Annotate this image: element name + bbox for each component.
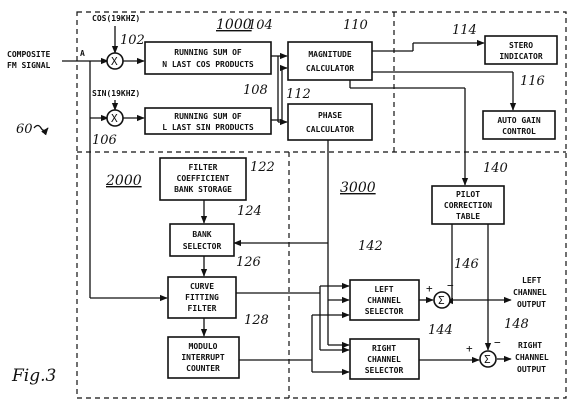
svg-text:BANK STORAGE: BANK STORAGE [174, 185, 232, 194]
svg-text:RUNNING SUM OF: RUNNING SUM OF [174, 48, 242, 57]
right-summer-plus: + [466, 342, 473, 355]
left-channel-selector-block: LEFT CHANNEL SELECTOR [349, 279, 420, 321]
figure-label: Fig.3 [11, 366, 56, 386]
svg-text:L LAST SIN PRODUCTS: L LAST SIN PRODUCTS [162, 123, 254, 132]
left-summer-ref: 146 [454, 257, 479, 272]
composite-input-label: COMPOSITE [7, 50, 51, 59]
bank-selector-block: BANK SELECTOR [169, 223, 235, 257]
right-summer: Σ [479, 350, 497, 368]
left-summer-plus: + [426, 282, 433, 295]
left-summer: Σ [433, 291, 451, 309]
svg-text:CHANNEL: CHANNEL [367, 296, 401, 305]
svg-text:TABLE: TABLE [456, 212, 480, 221]
right-selector-ref: 144 [428, 323, 453, 338]
phase-ref: 112 [286, 87, 311, 102]
mixer-symbol: X [111, 55, 118, 68]
section-2000-label: 2000 [105, 173, 142, 189]
cos-mixer: X [106, 52, 124, 70]
magnitude-calculator-block: MAGNITUDE CALCULATOR [287, 41, 373, 81]
phase-calculator-block: PHASE CALCULATOR [287, 103, 373, 141]
svg-text:CORRECTION: CORRECTION [444, 201, 492, 210]
svg-text:BANK: BANK [192, 230, 211, 239]
magnitude-ref: 110 [343, 18, 368, 33]
svg-text:CALCULATOR: CALCULATOR [306, 125, 354, 134]
svg-text:PHASE: PHASE [318, 111, 342, 120]
filter-coefficient-bank-block: FILTER COEFFICIENT BANK STORAGE [159, 157, 247, 201]
filter-bank-ref: 122 [250, 160, 275, 175]
right-output-label-2: CHANNEL [515, 353, 549, 362]
sin-reference-label: SIN(19KHZ) [92, 89, 140, 98]
curve-fit-ref: 126 [236, 255, 261, 270]
bank-selector-ref: 124 [237, 204, 262, 219]
stereo-indicator-block: STERO INDICATOR [484, 35, 558, 65]
svg-text:FITTING: FITTING [185, 293, 219, 302]
svg-text:INTERRUPT: INTERRUPT [181, 353, 225, 362]
right-summer-minus: − [494, 336, 501, 349]
sin-mixer: X [106, 109, 124, 127]
section-boundaries [76, 11, 567, 399]
agc-ref: 116 [520, 74, 545, 89]
svg-text:FILTER: FILTER [189, 163, 218, 172]
sin-sum-ref: 108 [243, 83, 268, 98]
cos-sum-ref: 104 [248, 18, 273, 33]
signal-wiring [62, 26, 517, 376]
svg-text:RIGHT: RIGHT [372, 344, 396, 353]
curve-fitting-filter-block: CURVE FITTING FILTER [167, 276, 237, 319]
svg-text:CONTROL: CONTROL [502, 127, 536, 136]
svg-text:AUTO GAIN: AUTO GAIN [497, 116, 541, 125]
system-ref-60: 60 [16, 122, 33, 137]
svg-text:CALCULATOR: CALCULATOR [306, 64, 354, 73]
pilot-correction-table-block: PILOT CORRECTION TABLE [431, 185, 505, 225]
svg-text:SELECTOR: SELECTOR [365, 307, 404, 316]
svg-text:SELECTOR: SELECTOR [365, 366, 404, 375]
node-a-label: A [80, 49, 85, 58]
modulo-ref: 128 [244, 313, 269, 328]
sin-mixer-ref: 106 [92, 133, 117, 148]
pilot-ref: 140 [483, 161, 508, 176]
svg-text:SELECTOR: SELECTOR [183, 242, 222, 251]
summer-symbol: Σ [438, 294, 445, 307]
svg-text:FILTER: FILTER [188, 304, 217, 313]
left-output-label: LEFT [522, 276, 541, 285]
section-3000-label: 3000 [340, 180, 376, 196]
left-summer-minus: − [447, 279, 454, 292]
stereo-ref: 114 [452, 23, 477, 38]
right-output-label: RIGHT [518, 341, 542, 350]
mixer-symbol: X [111, 112, 118, 125]
right-summer-ref: 148 [504, 317, 529, 332]
left-output-label-3: OUTPUT [517, 300, 546, 309]
svg-text:CHANNEL: CHANNEL [367, 355, 401, 364]
svg-text:N LAST COS PRODUCTS: N LAST COS PRODUCTS [162, 60, 254, 69]
svg-text:STERO: STERO [509, 41, 533, 50]
sin-running-sum-block: RUNNING SUM OF L LAST SIN PRODUCTS [144, 107, 272, 135]
svg-text:MAGNITUDE: MAGNITUDE [308, 50, 352, 59]
left-selector-ref: 142 [358, 239, 383, 254]
modulo-interrupt-counter-block: MODULO INTERRUPT COUNTER [167, 336, 240, 379]
cos-reference-label: COS(19KHZ) [92, 14, 140, 23]
system-ref-squiggle [33, 124, 49, 136]
right-output-label-3: OUTPUT [517, 365, 546, 374]
left-output-label-2: CHANNEL [513, 288, 547, 297]
auto-gain-control-block: AUTO GAIN CONTROL [482, 110, 556, 140]
summer-symbol: Σ [484, 353, 491, 366]
svg-text:MODULO: MODULO [189, 342, 218, 351]
svg-text:LEFT: LEFT [374, 285, 393, 294]
svg-text:RUNNING SUM OF: RUNNING SUM OF [174, 112, 242, 121]
cos-running-sum-block: RUNNING SUM OF N LAST COS PRODUCTS [144, 41, 272, 75]
svg-text:INDICATOR: INDICATOR [499, 52, 543, 61]
composite-input-label-2: FM SIGNAL [7, 61, 51, 70]
cos-mixer-ref: 102 [120, 33, 145, 48]
section-1000-label: 1000 [216, 17, 252, 33]
right-channel-selector-block: RIGHT CHANNEL SELECTOR [349, 338, 420, 380]
svg-text:CURVE: CURVE [190, 282, 214, 291]
svg-text:PILOT: PILOT [456, 190, 480, 199]
svg-text:COEFFICIENT: COEFFICIENT [177, 174, 230, 183]
svg-text:COUNTER: COUNTER [186, 364, 220, 373]
